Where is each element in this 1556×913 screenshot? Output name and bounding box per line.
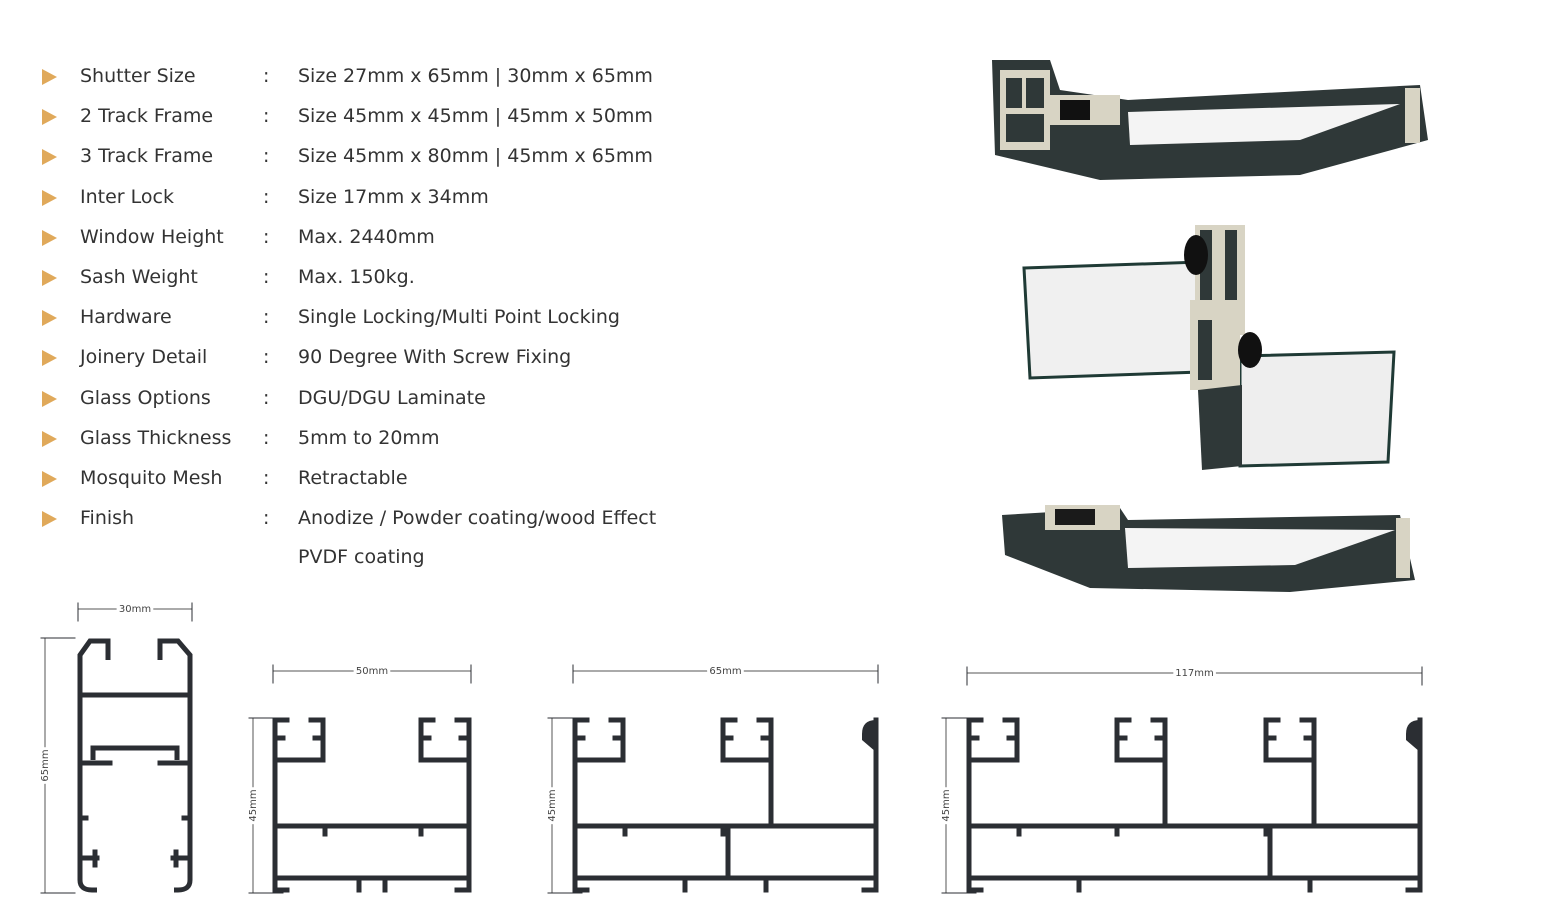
bullet-triangle-icon — [42, 270, 57, 286]
spec-label: Hardware — [80, 306, 172, 329]
spec-label: Joinery Detail — [80, 346, 208, 369]
height-dimension-label: 45mm — [941, 789, 952, 821]
spec-value: Max. 150kg. — [298, 266, 415, 288]
spec-separator: : — [263, 346, 270, 369]
width-dimension-label: 65mm — [709, 666, 741, 677]
spec-value: Max. 2440mm — [298, 225, 435, 248]
spec-value: Retractable — [298, 467, 408, 489]
spec-finish-extra: PVDF coating — [0, 544, 700, 574]
spec-label: Finish — [80, 507, 135, 530]
spec-label: 3 Track Frame — [80, 145, 214, 168]
spec-separator: : — [263, 467, 270, 489]
spec-row: Shutter Size : Size 27mm x 65mm | 30mm x… — [0, 63, 700, 93]
spec-label: Glass Options — [80, 386, 211, 409]
spec-label: Glass Thickness — [80, 426, 232, 449]
spec-row: Sash Weight : Max. 150kg. — [0, 264, 700, 294]
spec-row: Mosquito Mesh : Retractable — [0, 465, 700, 495]
spec-value: DGU/DGU Laminate — [298, 386, 486, 409]
bullet-triangle-icon — [42, 350, 57, 367]
spec-row: Finish : Anodize / Powder coating/wood E… — [0, 505, 700, 535]
spec-value: 5mm to 20mm — [298, 426, 440, 449]
spec-value: PVDF coating — [298, 546, 425, 568]
bullet-triangle-icon — [42, 390, 57, 407]
spec-value: Size 45mm x 45mm | 45mm x 50mm — [298, 105, 653, 128]
height-dimension-label: 65mm — [40, 749, 51, 781]
bullet-triangle-icon — [42, 471, 57, 487]
spec-label: Mosquito Mesh — [80, 467, 223, 489]
spec-label: Window Height — [80, 225, 224, 248]
spec-row: 2 Track Frame : Size 45mm x 45mm | 45mm … — [0, 103, 700, 133]
spec-row: Window Height : Max. 2440mm — [0, 224, 700, 254]
spec-value: Size 45mm x 80mm | 45mm x 65mm — [298, 145, 653, 168]
spec-separator: : — [263, 386, 270, 409]
spec-row: Joinery Detail : 90 Degree With Screw Fi… — [0, 344, 700, 374]
spec-row: 3 Track Frame : Size 45mm x 80mm | 45mm … — [0, 143, 700, 173]
spec-separator: : — [263, 426, 270, 449]
spec-separator: : — [263, 266, 270, 288]
spec-separator: : — [263, 145, 270, 168]
bullet-triangle-icon — [42, 511, 57, 528]
spec-label: 2 Track Frame — [80, 105, 214, 128]
spec-separator: : — [263, 225, 270, 248]
spec-value: 90 Degree With Screw Fixing — [298, 346, 572, 369]
spec-value: Single Locking/Multi Point Locking — [298, 306, 620, 329]
interlock-section-image — [1022, 225, 1396, 470]
bullet-triangle-icon — [42, 430, 57, 447]
width-dimension-label: 117mm — [1175, 668, 1214, 679]
spec-value: Size 27mm x 65mm | 30mm x 65mm — [298, 65, 653, 87]
bullet-triangle-icon — [42, 310, 57, 327]
spec-separator: : — [263, 306, 270, 329]
spec-separator: : — [263, 507, 270, 530]
frame-section-image-bottom — [1002, 505, 1415, 592]
spec-row: Inter Lock : Size 17mm x 34mm — [0, 184, 700, 214]
spec-label: Sash Weight — [80, 266, 198, 288]
spec-separator: : — [263, 185, 270, 208]
spec-label: Shutter Size — [80, 65, 196, 87]
spec-row: Glass Thickness : 5mm to 20mm — [0, 425, 700, 455]
track-frame-drawing-3: 117mm 45mm — [938, 665, 1423, 894]
shutter-profile-drawing: 30mm 65mm — [37, 601, 193, 894]
spec-row: Glass Options : DGU/DGU Laminate — [0, 385, 700, 415]
height-dimension-label: 45mm — [547, 789, 558, 821]
spec-value: Anodize / Powder coating/wood Effect — [298, 507, 657, 530]
bullet-triangle-icon — [42, 69, 57, 85]
track-frame-drawing-2: 65mm 45mm — [544, 663, 879, 894]
track-frame-drawing-1: 50mm 45mm — [245, 663, 472, 894]
bullet-triangle-icon — [42, 189, 57, 206]
bullet-triangle-icon — [42, 149, 57, 166]
spec-separator: : — [263, 65, 270, 87]
spec-row: Hardware : Single Locking/Multi Point Lo… — [0, 304, 700, 334]
spec-label: Inter Lock — [80, 185, 174, 208]
bullet-triangle-icon — [42, 229, 57, 246]
frame-section-image-top — [992, 60, 1428, 180]
spec-value: Size 17mm x 34mm — [298, 185, 489, 208]
width-dimension-label: 50mm — [356, 666, 388, 677]
bullet-triangle-icon — [42, 109, 57, 126]
height-dimension-label: 45mm — [248, 789, 259, 821]
width-dimension-label: 30mm — [119, 604, 151, 615]
spec-separator: : — [263, 105, 270, 128]
